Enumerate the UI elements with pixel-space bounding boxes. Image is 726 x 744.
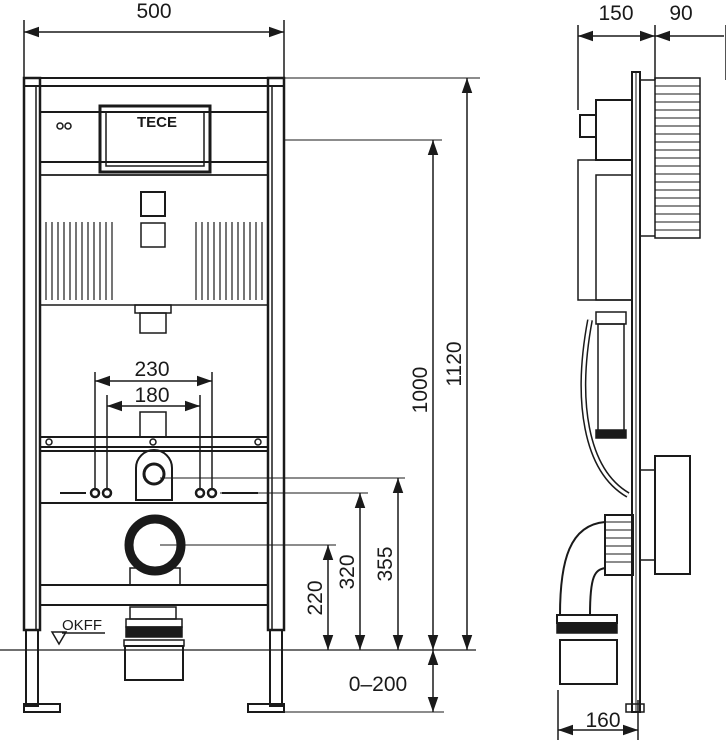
- spacing-180-label: 180: [134, 384, 169, 407]
- height-1000-label: 1000: [409, 367, 432, 414]
- height-220-label: 220: [304, 580, 327, 615]
- height-355-label: 355: [374, 546, 397, 581]
- width-500-label: 500: [136, 0, 171, 23]
- adjust-0-200-label: 0–200: [349, 673, 407, 696]
- height-320-label: 320: [336, 554, 359, 589]
- depth-90-label: 90: [669, 2, 692, 25]
- height-1120-label: 1120: [443, 341, 466, 386]
- tece-logo: TECE: [137, 114, 177, 131]
- side-view: [556, 25, 726, 740]
- spacing-230-label: 230: [134, 358, 169, 381]
- depth-150-label: 150: [598, 2, 633, 25]
- depth-160-label: 160: [585, 709, 620, 732]
- okff-floor-label: OKFF: [62, 617, 102, 634]
- front-view: [0, 20, 480, 713]
